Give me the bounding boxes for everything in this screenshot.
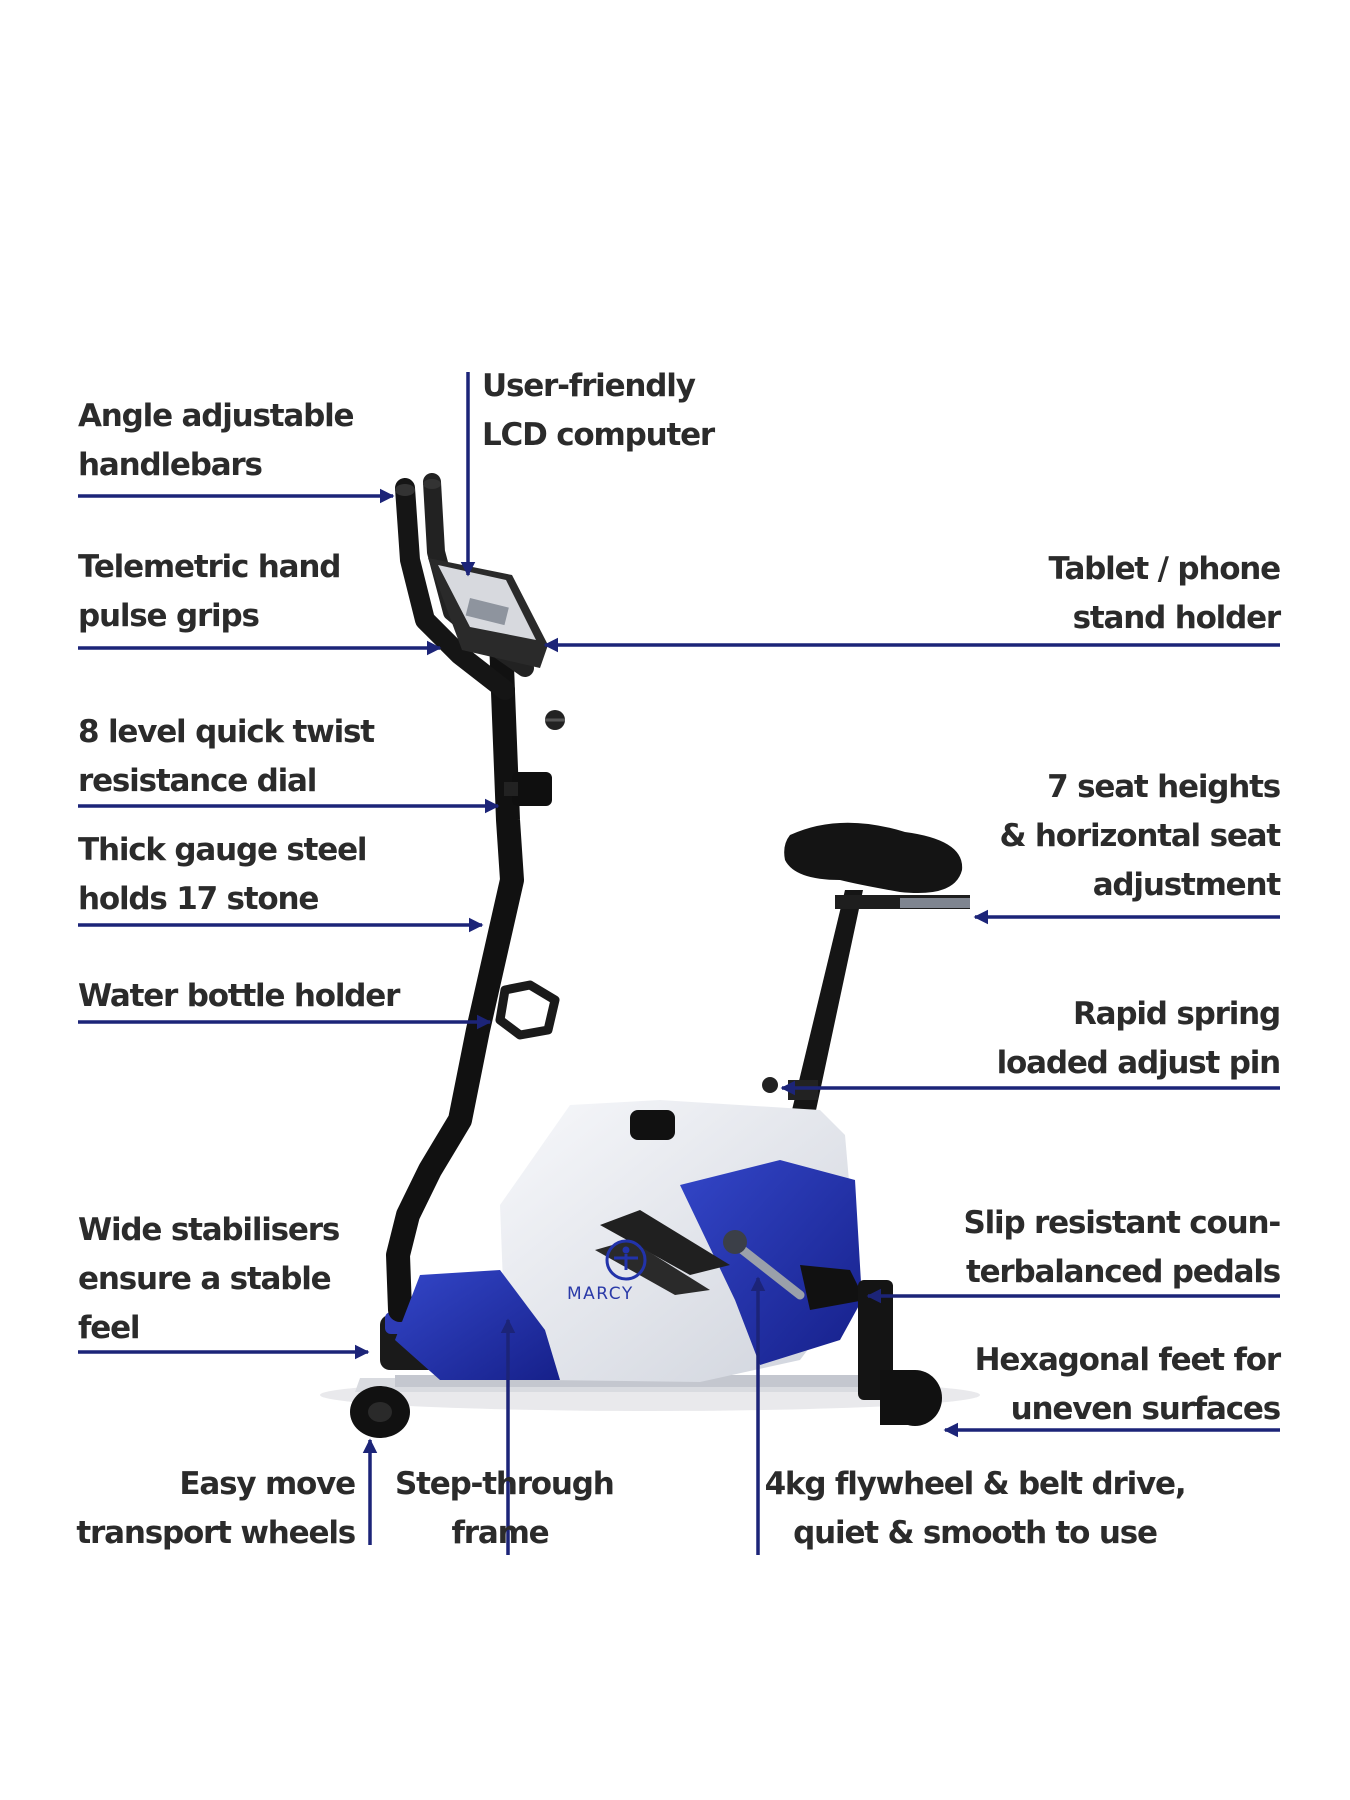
callout-line: feel — [78, 1310, 141, 1346]
callout-line: resistance dial — [78, 763, 317, 799]
callout-line: ensure a stable — [78, 1261, 332, 1297]
callout-line: handlebars — [78, 447, 263, 483]
adjust-pin — [762, 1077, 778, 1093]
handlebar-left — [395, 478, 515, 700]
callout-line: holds 17 stone — [78, 881, 319, 917]
vent-stripe — [600, 1210, 730, 1275]
callout-feet: Hexagonal feet for uneven surfaces — [974, 1336, 1282, 1434]
callout-line: frame — [451, 1515, 549, 1551]
callout-bottle: Water bottle holder — [78, 972, 400, 1021]
callout-dial: 8 level quick twist resistance dial — [78, 708, 375, 806]
callout-line: adjustment — [1092, 867, 1281, 903]
callout-line: uneven surfaces — [1010, 1391, 1282, 1427]
pedal-right — [800, 1265, 865, 1310]
saddle — [784, 822, 963, 894]
resistance-dial — [512, 772, 552, 806]
callout-line: Water bottle holder — [78, 978, 400, 1014]
callout-line: loaded adjust pin — [996, 1045, 1282, 1081]
callout-line: LCD computer — [482, 417, 715, 453]
marcy-logo-icon — [605, 1239, 647, 1281]
callout-line: 4kg flywheel & belt drive, — [764, 1466, 1187, 1502]
callout-line: Telemetric hand — [78, 549, 341, 585]
callout-line: & horizontal seat — [999, 818, 1282, 854]
callout-line: Easy move — [179, 1466, 356, 1502]
callout-line: Thick gauge steel — [78, 832, 368, 868]
callout-tablet: Tablet / phone stand holder — [1048, 545, 1282, 643]
callout-line: transport wheels — [76, 1515, 356, 1551]
seat-post — [792, 890, 863, 1115]
callout-pin: Rapid spring loaded adjust pin — [996, 990, 1282, 1088]
callout-line: Angle adjustable — [78, 398, 355, 434]
callout-line: terbalanced pedals — [965, 1254, 1281, 1290]
callout-line: 7 seat heights — [1047, 769, 1281, 805]
bottle-holder — [495, 980, 560, 1040]
callout-line: Rapid spring — [1072, 996, 1281, 1032]
pedal-left — [630, 1110, 675, 1140]
callout-line: stand holder — [1072, 600, 1282, 636]
callout-flywheel: 4kg flywheel & belt drive, quiet & smoot… — [760, 1460, 1190, 1558]
callout-wheels: Easy move transport wheels — [76, 1460, 356, 1558]
callout-seat: 7 seat heights & horizontal seat adjustm… — [999, 763, 1282, 910]
marcy-logo: MARCY — [567, 1283, 634, 1305]
callout-line: pulse grips — [78, 598, 260, 634]
callout-line: Slip resistant coun- — [963, 1205, 1281, 1241]
callout-lcd: User-friendly LCD computer — [482, 362, 715, 460]
callout-line: Step-through — [395, 1466, 615, 1502]
upright-tube — [386, 603, 524, 1322]
callout-line: Hexagonal feet for — [974, 1342, 1282, 1378]
callout-stabilisers: Wide stabilisers ensure a stable feel — [78, 1206, 340, 1353]
callout-handlebars: Angle adjustable handlebars — [78, 392, 355, 490]
blue-front-panel — [395, 1270, 560, 1380]
logo-wordmark: MARCY — [567, 1284, 634, 1304]
callout-frame: Step-through frame — [395, 1460, 615, 1558]
callout-line: Tablet / phone — [1048, 551, 1282, 587]
callout-pedals: Slip resistant coun- terbalanced pedals — [963, 1199, 1281, 1297]
callout-line: User-friendly — [482, 368, 696, 404]
callout-line: Wide stabilisers — [78, 1212, 340, 1248]
callout-arrows — [78, 372, 1280, 1555]
callout-steel: Thick gauge steel holds 17 stone — [78, 826, 368, 924]
callout-pulse: Telemetric hand pulse grips — [78, 543, 341, 641]
blue-rear-panel — [680, 1160, 862, 1365]
callout-line: 8 level quick twist — [78, 714, 375, 750]
callout-line: quiet & smooth to use — [793, 1515, 1158, 1551]
